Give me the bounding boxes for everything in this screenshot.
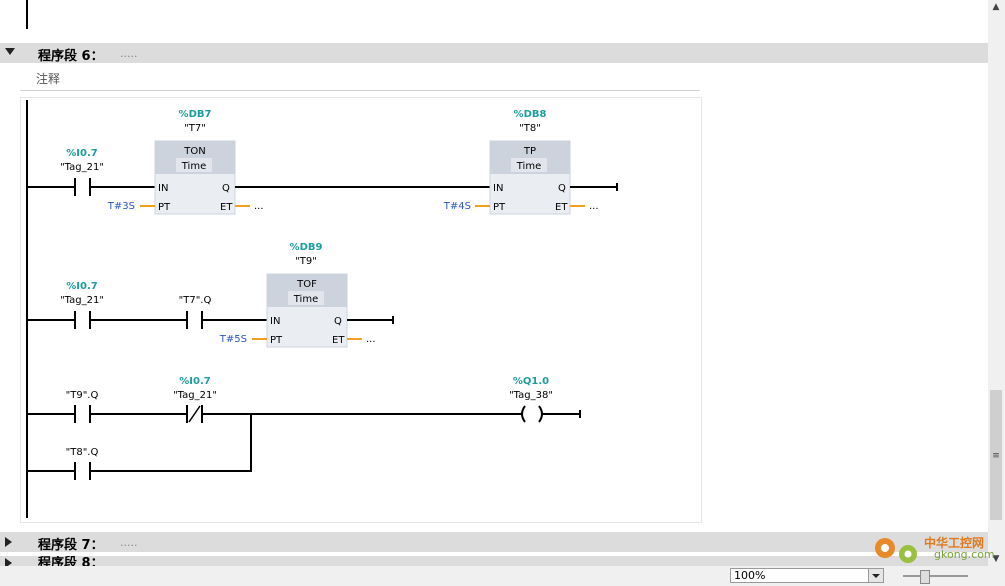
network-8-header[interactable]: 程序段 8： xyxy=(0,556,988,566)
network-8-title: 程序段 8： xyxy=(38,556,104,566)
menu-lines-icon[interactable]: ≡ xyxy=(992,451,1000,461)
scroll-up-icon[interactable]: ▲ xyxy=(992,2,1000,12)
tof-q-pin: Q xyxy=(334,316,342,327)
ton-in-pin: IN xyxy=(158,183,168,194)
ton-type: TON xyxy=(183,146,205,157)
contact-no-icon[interactable] xyxy=(74,462,91,480)
contact-nc-icon[interactable] xyxy=(186,405,203,423)
status-bar: 100% xyxy=(0,566,1005,586)
coil-address: %Q1.0 xyxy=(513,376,549,387)
watermark-url: gkong.com xyxy=(934,548,995,561)
watermark-logo: 中华工控网 gkong.com xyxy=(868,528,995,568)
collapse-arrow-icon[interactable] xyxy=(5,48,15,55)
tp-et-pin: ET xyxy=(555,202,568,213)
zoom-value: 100% xyxy=(734,569,766,582)
tp-in-pin: IN xyxy=(493,183,503,194)
network-7-title-placeholder[interactable]: ..... xyxy=(120,536,138,549)
contact-tag: "T9".Q xyxy=(66,390,99,401)
tof-et-pin: ET xyxy=(332,335,345,346)
contact-no-icon[interactable] xyxy=(186,311,203,329)
tof-instance: "T9" xyxy=(295,256,317,267)
gear-icon xyxy=(875,538,917,563)
contact-no-icon[interactable] xyxy=(74,311,91,329)
coil-tag: "Tag_38" xyxy=(509,390,553,401)
ton-pt-pin: PT xyxy=(158,202,171,213)
contact-tag: "T7".Q xyxy=(179,295,212,306)
network-6-title: 程序段 6： xyxy=(38,49,104,64)
ton-timer-block[interactable] xyxy=(154,140,236,215)
expand-arrow-icon[interactable] xyxy=(5,558,12,566)
zoom-slider-track[interactable] xyxy=(903,575,968,577)
network-6-header[interactable]: 程序段 6： ..... xyxy=(0,43,988,64)
contact-tag: "Tag_21" xyxy=(173,390,217,401)
ton-subtype[interactable]: Time xyxy=(181,161,206,172)
tp-instance: "T8" xyxy=(519,123,541,134)
tp-pt-pin: PT xyxy=(493,202,506,213)
ladder-editor[interactable] xyxy=(20,97,702,523)
coil-icon[interactable] xyxy=(521,405,543,423)
tp-timer-block[interactable] xyxy=(489,140,571,215)
comment-label: 注释 xyxy=(36,72,61,86)
tp-q-pin: Q xyxy=(558,183,566,194)
ton-db: %DB7 xyxy=(179,109,212,120)
tp-type: TP xyxy=(523,146,536,157)
network-7-header[interactable]: 程序段 7： ..... xyxy=(0,532,988,553)
tof-timer-block[interactable] xyxy=(266,273,348,348)
tp-db: %DB8 xyxy=(514,109,547,120)
ton-et-value[interactable]: ... xyxy=(254,201,264,212)
tp-subtype[interactable]: Time xyxy=(516,161,541,172)
zoom-select[interactable]: 100% xyxy=(730,568,884,583)
rung-2: %I0.7 "Tag_21" "T7".Q TOF Time IN Q PT E… xyxy=(27,242,394,348)
rung-1: %I0.7 "Tag_21" TON Time IN Q PT ET %DB7 … xyxy=(27,109,618,215)
tof-in-pin: IN xyxy=(270,316,280,327)
expand-arrow-icon[interactable] xyxy=(5,537,12,547)
contact-tag: "Tag_21" xyxy=(60,295,104,306)
contact-address: %I0.7 xyxy=(66,281,97,292)
contact-address: %I0.7 xyxy=(66,148,97,159)
rung-3: "T9".Q %I0.7 "Tag_21" "T8".Q %Q1.0 "Tag_… xyxy=(27,376,581,480)
tp-et-value[interactable]: ... xyxy=(589,201,599,212)
contact-no-icon[interactable] xyxy=(74,405,91,423)
chevron-down-icon[interactable] xyxy=(868,569,883,582)
tof-et-value[interactable]: ... xyxy=(366,334,376,345)
vertical-scrollbar[interactable]: ▲ ≡ ▼ xyxy=(988,0,1005,566)
ton-pt-value[interactable]: T#3S xyxy=(107,201,135,212)
network-6-title-placeholder[interactable]: ..... xyxy=(120,47,138,60)
tof-pt-pin: PT xyxy=(270,335,283,346)
tof-type: TOF xyxy=(296,279,317,290)
scrollbar-thumb[interactable] xyxy=(990,390,1002,520)
tof-pt-value[interactable]: T#5S xyxy=(219,334,247,345)
contact-no-icon[interactable] xyxy=(74,178,91,196)
zoom-slider-handle[interactable] xyxy=(920,570,930,584)
network-comment[interactable]: 注释 xyxy=(20,66,700,91)
ton-et-pin: ET xyxy=(220,202,233,213)
ton-q-pin: Q xyxy=(222,183,230,194)
network-7-title: 程序段 7： xyxy=(38,538,104,553)
tp-pt-value[interactable]: T#4S xyxy=(443,201,471,212)
tof-subtype[interactable]: Time xyxy=(293,294,318,305)
contact-tag: "Tag_21" xyxy=(60,162,104,173)
scroll-down-icon[interactable]: ▼ xyxy=(992,554,1000,564)
tof-db: %DB9 xyxy=(290,242,323,253)
watermark-text: 中华工控网 xyxy=(924,536,985,550)
contact-address: %I0.7 xyxy=(179,376,210,387)
ton-instance: "T7" xyxy=(184,123,206,134)
contact-tag: "T8".Q xyxy=(66,447,99,458)
